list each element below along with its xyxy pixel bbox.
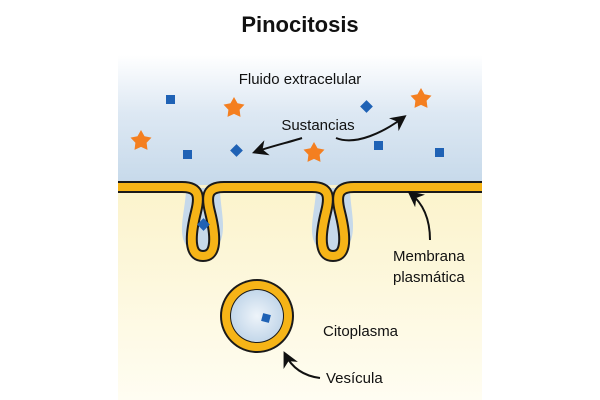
square-particle-icon: [230, 144, 243, 157]
square-particle-icon: [183, 150, 192, 159]
star-icon: [303, 142, 325, 162]
extracellular-fluid-region: [118, 55, 482, 185]
vesicle-label: Vesícula: [326, 370, 383, 387]
star-icon: [410, 88, 432, 108]
membrane-label-line1: Membrana: [393, 248, 465, 265]
membrane-label-line2: plasmática: [393, 269, 465, 286]
arrow-to-left-substance: [251, 137, 303, 156]
square-particle-icon: [166, 95, 175, 104]
square-particle-icon: [435, 148, 444, 157]
substances-label: Sustancias: [281, 117, 354, 134]
star-icon: [223, 97, 245, 117]
square-particle-icon: [374, 141, 383, 150]
plasma-membrane: [118, 181, 482, 262]
square-particle-icon: [197, 218, 210, 231]
arrow-to-right-substance: [335, 115, 407, 142]
cytoplasm-label: Citoplasma: [323, 323, 399, 340]
square-particle-icon: [360, 100, 373, 113]
square-particle-icon: [261, 313, 271, 323]
cytoplasm-region: [118, 185, 482, 400]
arrow-to-vesicle: [283, 351, 321, 379]
vesicle: [220, 279, 294, 353]
diagram-title: Pinocitosis: [241, 12, 358, 37]
star-icon: [130, 130, 152, 150]
arrow-to-membrane: [407, 191, 431, 241]
extracellular-fluid-label: Fluido extracelular: [239, 71, 362, 88]
